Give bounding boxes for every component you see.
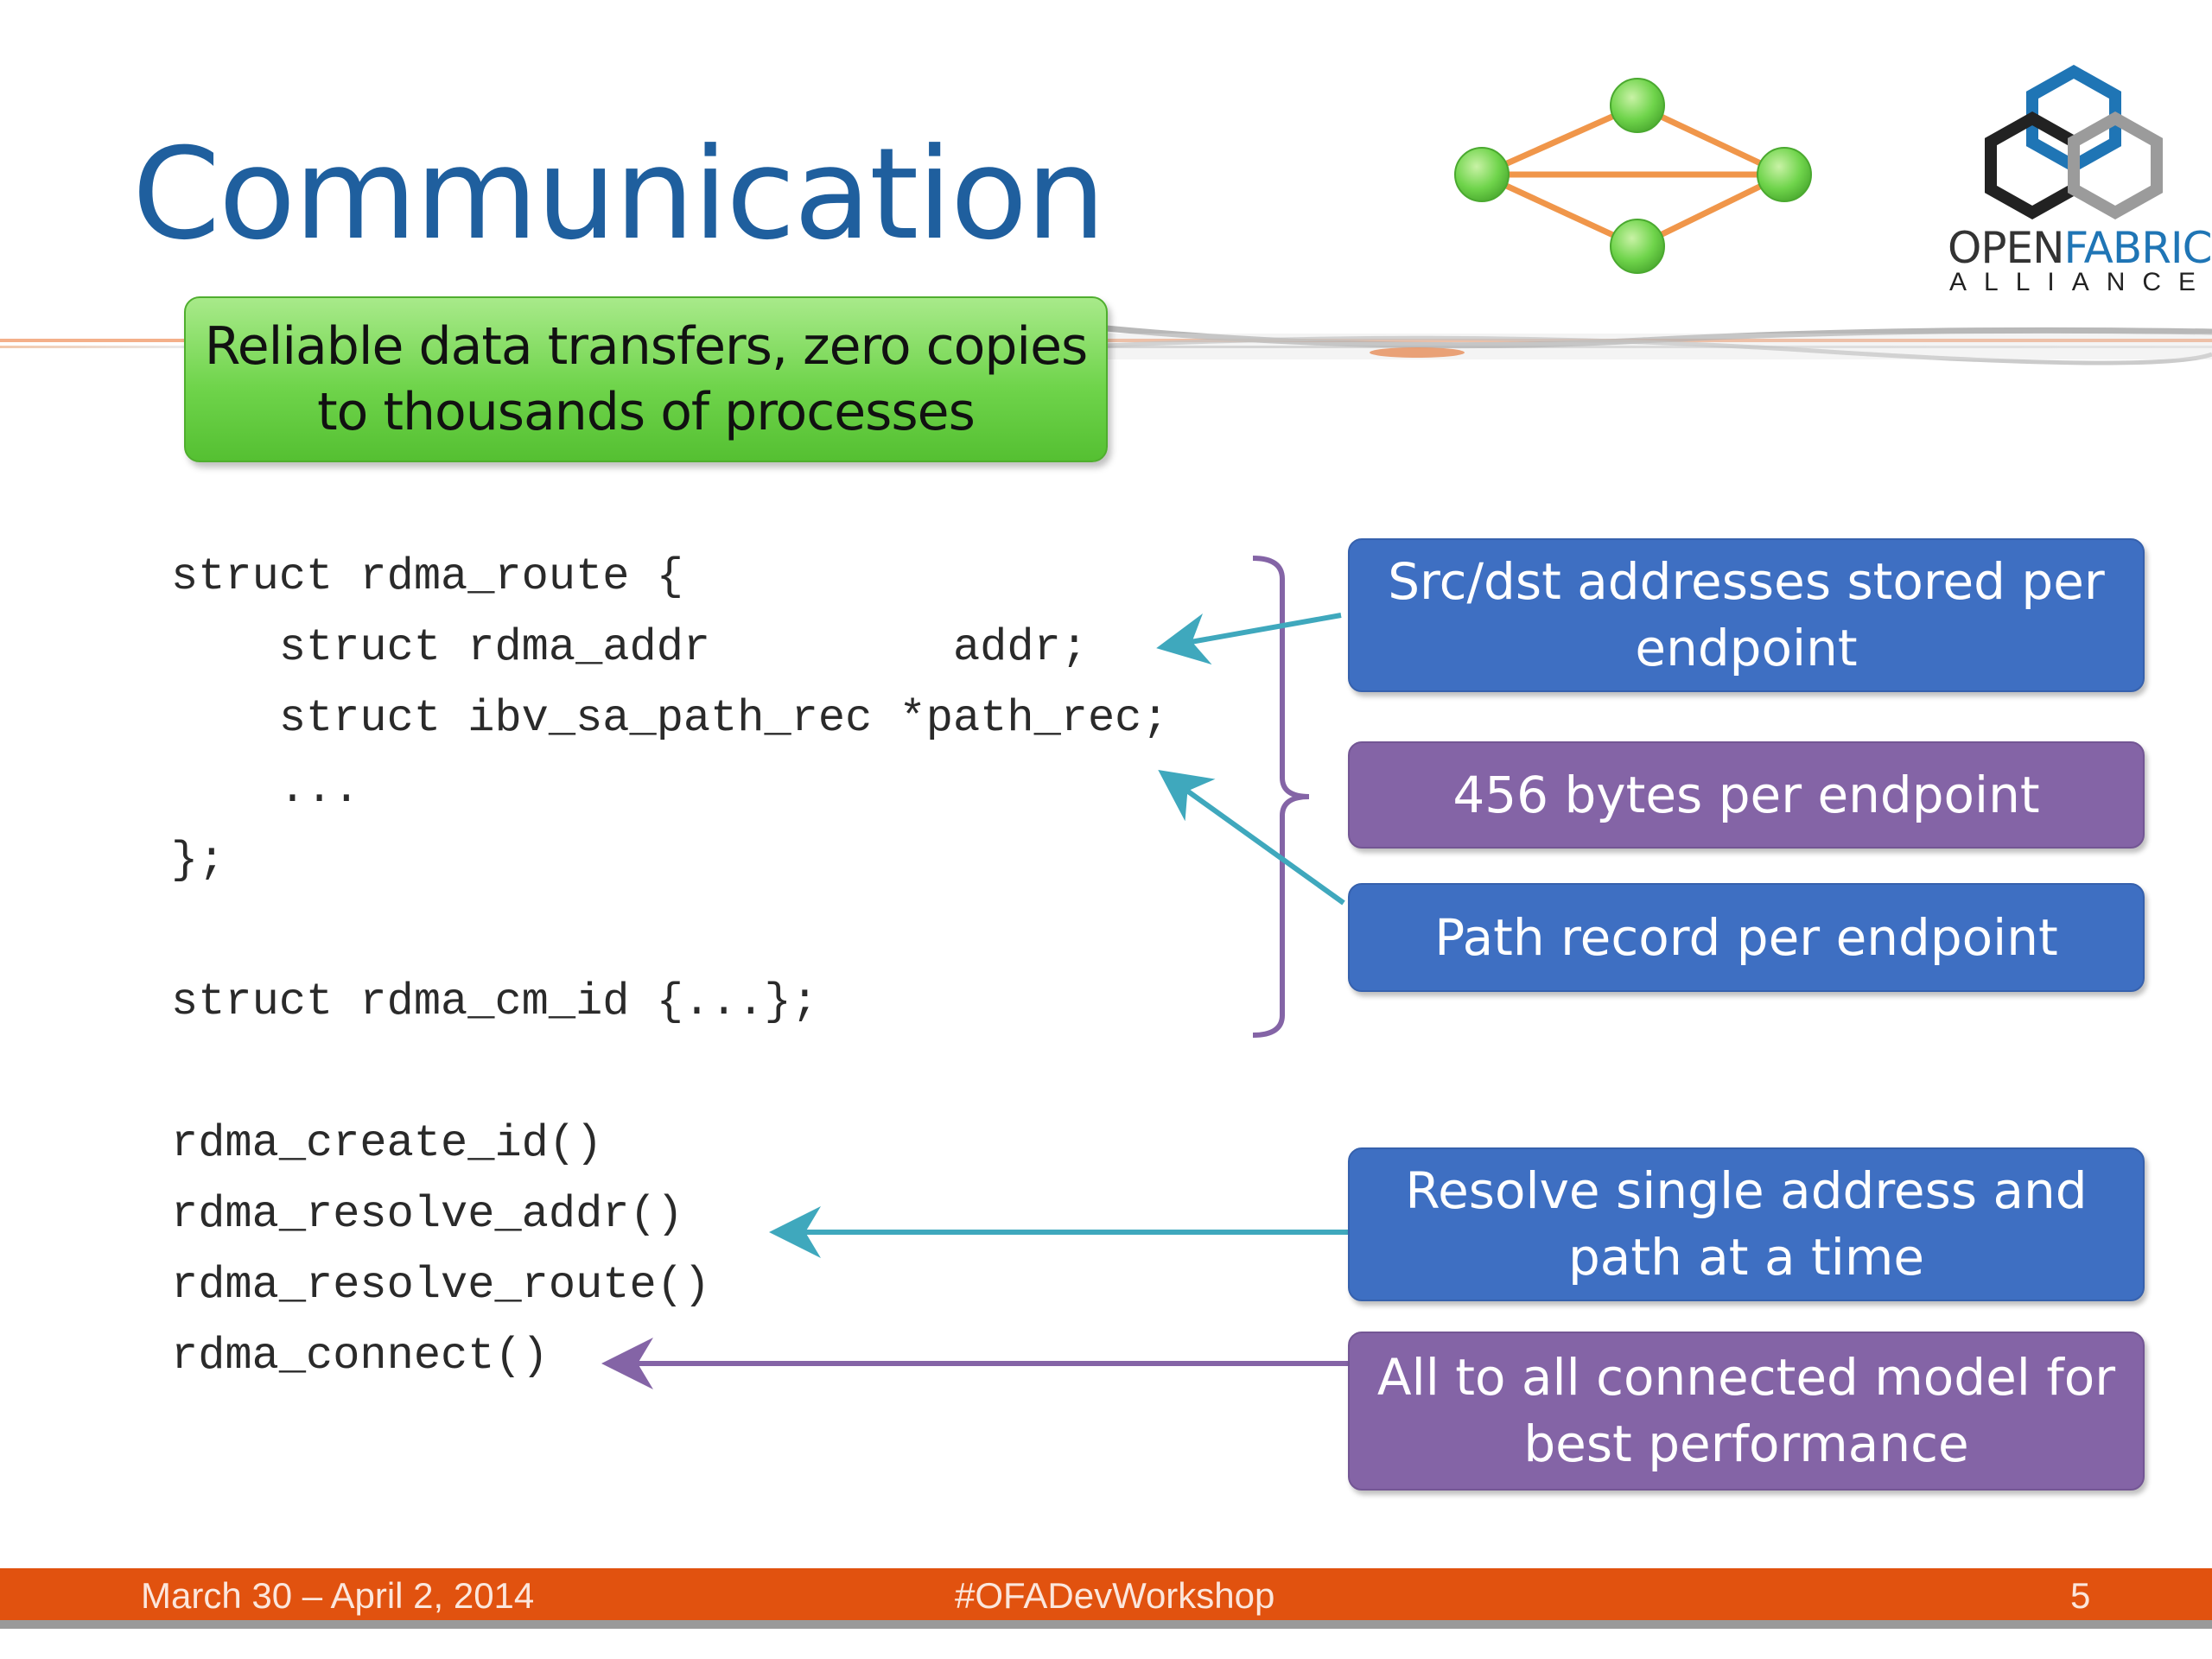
code-line-7: rdma_create_id() <box>171 1118 603 1169</box>
openfabrics-logo-icon <box>1985 65 2163 220</box>
group-bracket <box>1252 556 1310 1038</box>
code-line-4: ... <box>171 764 360 815</box>
callout-bytes-per-endpoint-text: 456 bytes per endpoint <box>1452 765 2040 824</box>
logo-wordmark-fabrics: FABRICS <box>2063 223 2212 273</box>
callout-all-to-all: All to all connected model for best perf… <box>1348 1332 2145 1491</box>
code-line-6: struct rdma_cm_id {...}; <box>171 976 818 1027</box>
callout-all-to-all-text: All to all connected model for best perf… <box>1376 1348 2116 1473</box>
code-line-8: rdma_resolve_addr() <box>171 1189 683 1240</box>
code-line-9: rdma_resolve_route() <box>171 1260 711 1311</box>
logo-subtitle: ALLIANCE <box>1949 268 2212 296</box>
footer-date: March 30 – April 2, 2014 <box>141 1575 535 1616</box>
page-number: 5 <box>2070 1575 2091 1616</box>
callout-src-dst-addresses: Src/dst addresses stored per endpoint <box>1348 538 2145 692</box>
footer-shadow <box>0 1620 2212 1629</box>
footer-hashtag: #OFADevWorkshop <box>955 1575 1275 1616</box>
slide-title: Communication <box>132 121 1106 268</box>
code-line-3: struct ibv_sa_path_rec *path_rec; <box>171 693 1169 744</box>
callout-resolve-single-text: Resolve single address and path at a tim… <box>1405 1161 2088 1287</box>
logo-wordmark: OPENFABRICS <box>1948 223 2212 273</box>
code-line-2: struct rdma_addr addr; <box>171 622 1088 673</box>
logo-wordmark-open: OPEN <box>1948 223 2065 273</box>
callout-path-record: Path record per endpoint <box>1348 883 2145 992</box>
code-line-10: rdma_connect() <box>171 1331 549 1382</box>
summary-callout: Reliable data transfers, zero copies to … <box>184 296 1108 462</box>
code-line-1: struct rdma_route { <box>171 551 683 602</box>
callout-bytes-per-endpoint: 456 bytes per endpoint <box>1348 741 2145 849</box>
code-line-5: }; <box>171 835 226 886</box>
arrow-addr <box>1156 613 1342 665</box>
callout-path-record-text: Path record per endpoint <box>1434 907 2058 967</box>
callout-resolve-single: Resolve single address and path at a tim… <box>1348 1147 2145 1301</box>
arrow-path-rec <box>1158 770 1345 906</box>
network-graphic <box>1454 78 1812 274</box>
footer-bar <box>0 1568 2212 1620</box>
callout-src-dst-addresses-text: Src/dst addresses stored per endpoint <box>1388 552 2105 677</box>
summary-callout-text: Reliable data transfers, zero copies to … <box>204 316 1089 442</box>
